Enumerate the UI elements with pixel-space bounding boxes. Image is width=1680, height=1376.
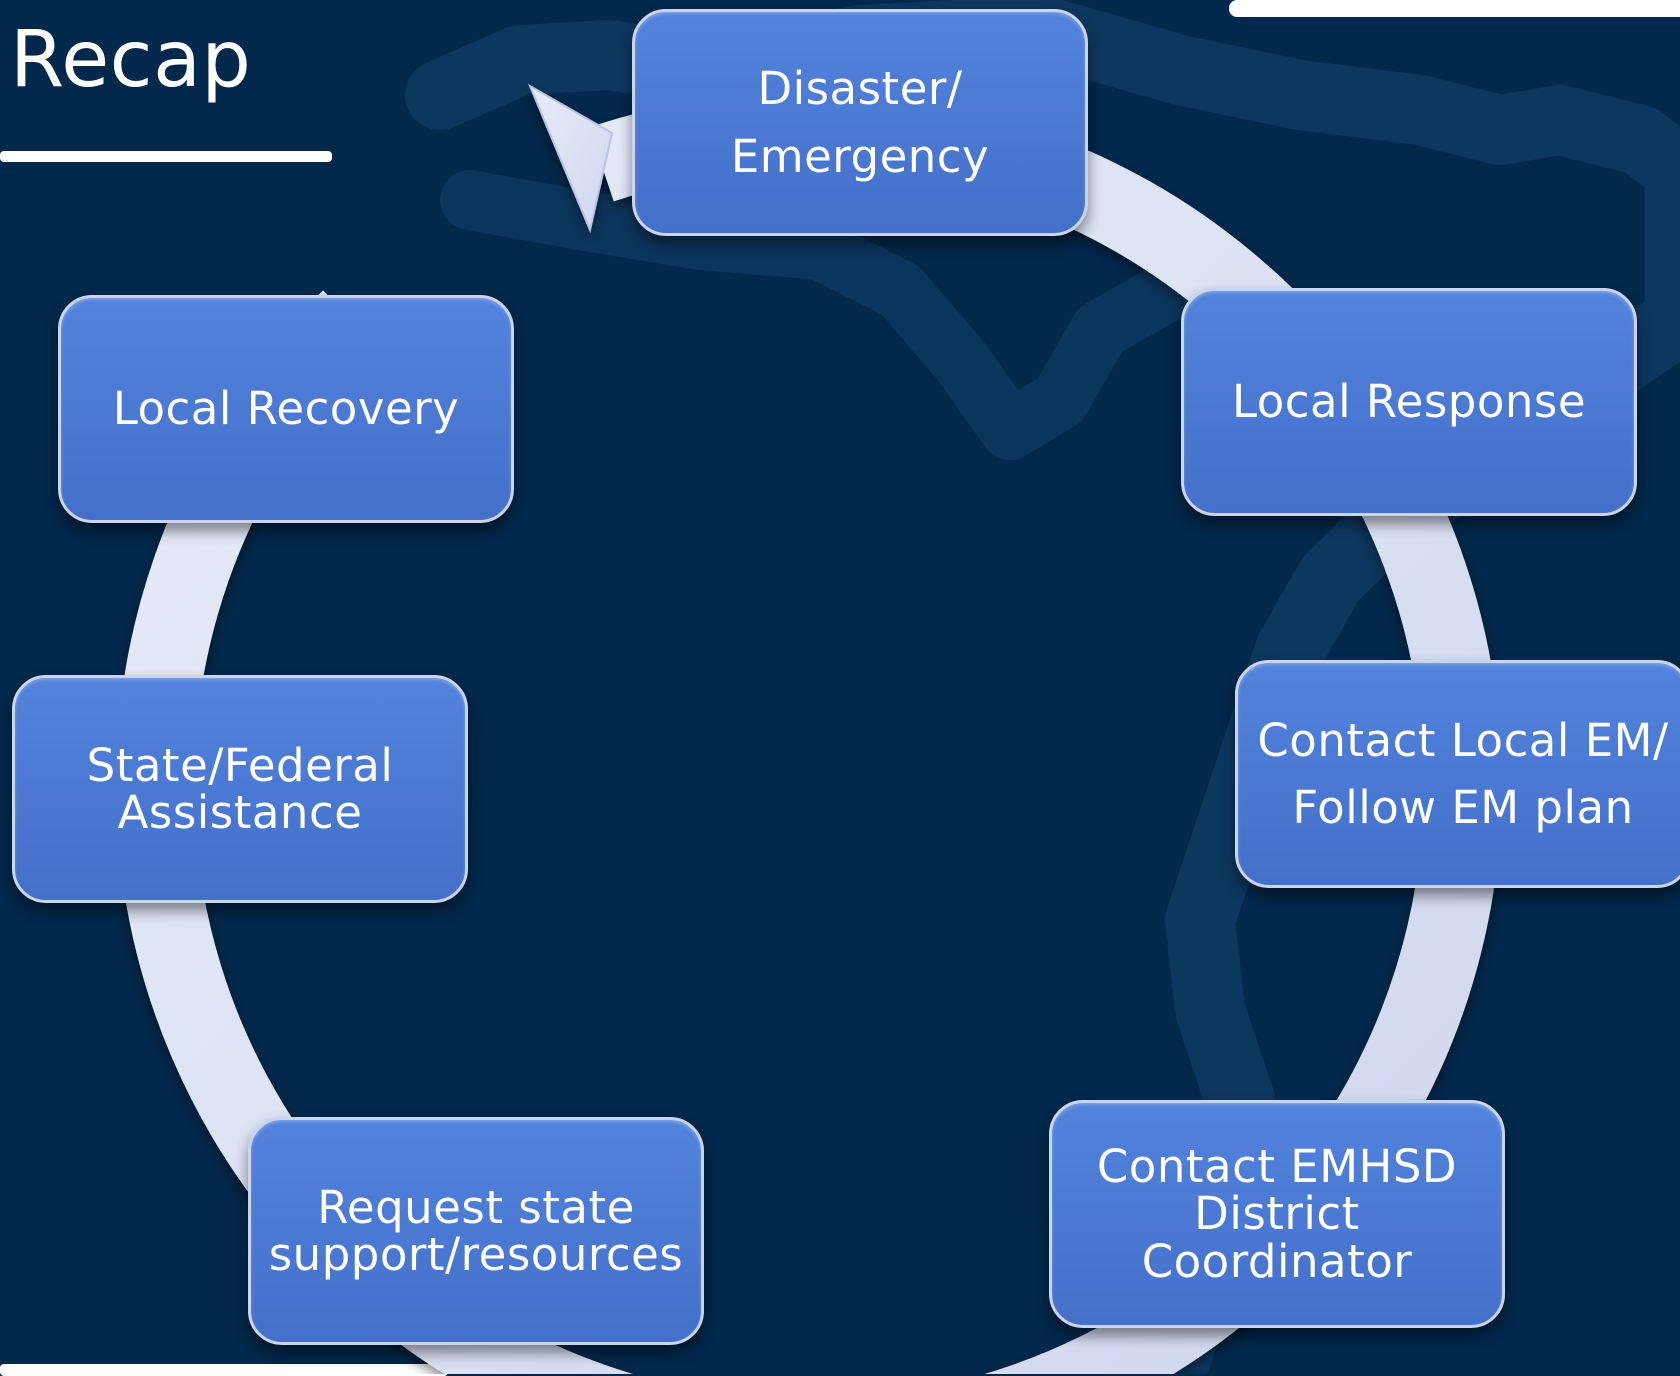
cycle-step-local-response: Local Response <box>1181 288 1637 516</box>
cycle-step-state-federal-assistance: State/Federal Assistance <box>12 675 468 903</box>
cycle-step-contact-local-em: Contact Local EM/ Follow EM plan <box>1235 660 1680 888</box>
title-underline <box>0 151 332 162</box>
top-right-rule <box>1229 0 1680 17</box>
cycle-step-contact-emhsd-district-coordinator: Contact EMHSD District Coordinator <box>1049 1100 1505 1328</box>
bottom-left-rule <box>0 1364 448 1376</box>
cycle-step-local-recovery: Local Recovery <box>58 295 514 523</box>
cycle-arrowhead <box>527 83 614 234</box>
cycle-step-request-state-support: Request state support/resources <box>248 1117 704 1345</box>
cycle-step-disaster-emergency: Disaster/ Emergency <box>632 9 1088 236</box>
slide-title: Recap <box>10 15 252 105</box>
